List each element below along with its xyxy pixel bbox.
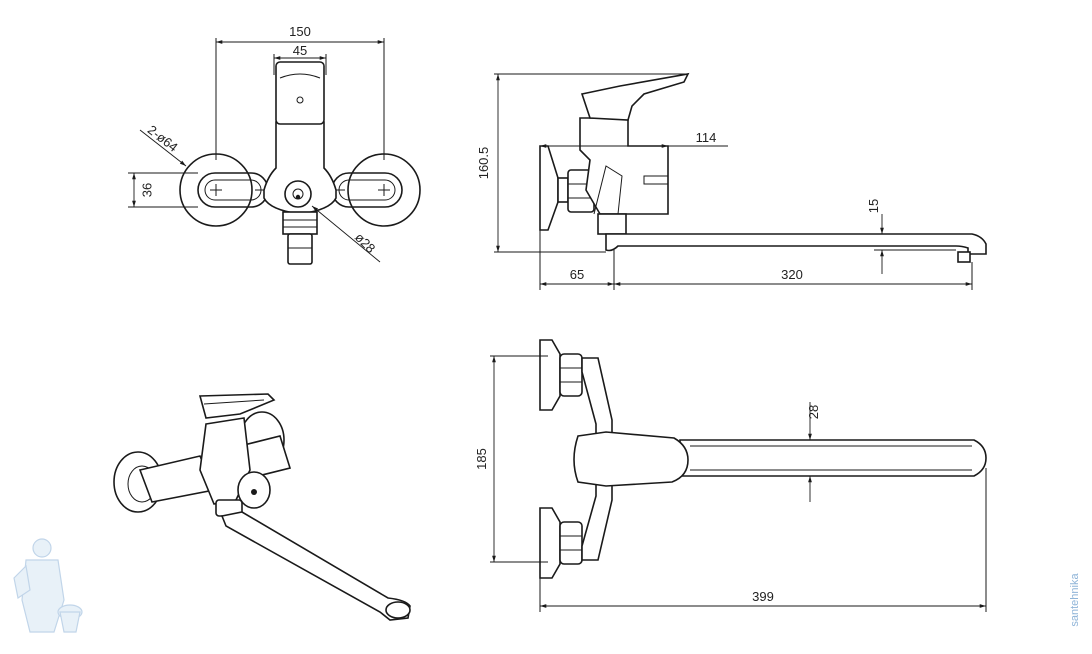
dim-total-length: 399 xyxy=(752,589,774,604)
dim-height: 36 xyxy=(139,183,154,197)
top-spout xyxy=(679,439,987,477)
isometric-view xyxy=(113,393,411,621)
outlet-spout xyxy=(287,233,313,265)
top-upper-nut xyxy=(559,353,583,397)
lever-handle xyxy=(275,61,325,125)
dim-spout-height: 15 xyxy=(866,199,881,213)
dim-total-width: 150 xyxy=(289,24,311,39)
dim-side-height: 160.5 xyxy=(476,147,491,180)
side-view: 160.5 114 15 65 320 xyxy=(476,72,987,290)
dim-outlet-dia: ø28 xyxy=(352,230,378,256)
iso-spout xyxy=(220,511,411,621)
top-lower-flange xyxy=(539,507,561,579)
outlet-nut xyxy=(282,211,318,235)
top-lever xyxy=(573,431,689,487)
side-body xyxy=(579,117,669,215)
iso-lever xyxy=(198,393,276,419)
leader-outlet xyxy=(311,205,381,263)
dim-body-width: 45 xyxy=(293,43,307,58)
left-flange xyxy=(179,153,253,227)
diverter-knob xyxy=(284,180,312,208)
top-view: 185 28 399 xyxy=(474,339,987,612)
side-lever xyxy=(580,72,690,121)
dim-wall-to-spout: 65 xyxy=(570,267,584,282)
watermark-text: santehnika xyxy=(1069,573,1081,627)
right-flange xyxy=(347,153,421,227)
dim-centers: 185 xyxy=(474,448,489,470)
dim-wall-to-control: 114 xyxy=(696,130,717,145)
side-flange xyxy=(539,145,559,231)
side-spout xyxy=(605,233,987,255)
top-lower-nut xyxy=(559,521,583,565)
front-view: 150 45 36 xyxy=(128,24,421,265)
plumber-mascot-icon xyxy=(13,538,83,633)
mixer-body xyxy=(263,121,337,215)
dim-spout-length: 320 xyxy=(781,267,803,282)
side-outlet-nut xyxy=(597,213,627,235)
leader-eccentric xyxy=(139,129,187,167)
side-aerator xyxy=(957,251,971,263)
dim-spout-width: 28 xyxy=(806,405,821,419)
top-upper-flange xyxy=(539,339,561,411)
